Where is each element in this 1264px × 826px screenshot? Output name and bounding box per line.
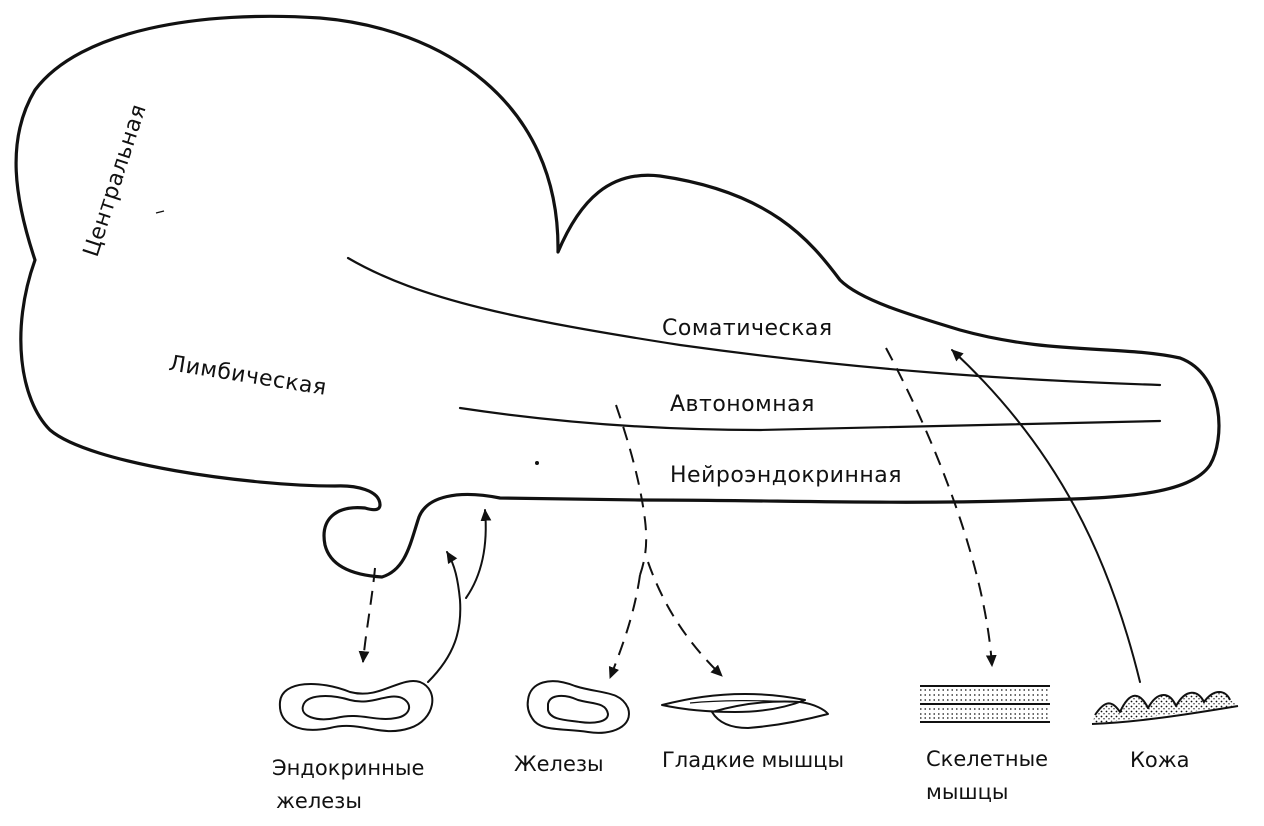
arrow-from-skin: [951, 349, 1141, 683]
brain-outline: [14, 14, 1221, 579]
label-endocrine-glands-line1: Эндокринные: [272, 756, 424, 780]
speck: [535, 461, 539, 465]
label-skeletal-muscles-line1: Скелетные: [926, 747, 1048, 771]
endocrine-gland-icon: [278, 680, 434, 733]
gland-icon: [526, 680, 630, 734]
divider-autonomic: [458, 406, 1162, 432]
speck: [155, 210, 165, 214]
label-somatic: Соматическая: [662, 316, 833, 341]
label-autonomic: Автономная: [670, 392, 815, 417]
label-skeletal-muscles-line2: мышцы: [926, 780, 1009, 804]
label-limbic: Лимбическая: [167, 351, 328, 401]
label-glands: Железы: [514, 752, 604, 776]
divider-somatic: [346, 256, 1162, 387]
arrow-to-endocrine: [358, 567, 376, 664]
arrow-to-smooth-muscles: [647, 561, 723, 677]
skeletal-muscle-icon: [920, 685, 1050, 723]
label-central: Центральная: [79, 101, 152, 260]
arrow-from-endocrine-2: [465, 508, 492, 599]
arrow-to-skeletal: [885, 347, 997, 668]
arrow-to-glands: [608, 574, 641, 680]
arrow-from-endocrine-1: [427, 551, 462, 683]
skin-icon: [1091, 691, 1239, 725]
smooth-muscle-icon: [661, 693, 829, 729]
label-smooth-muscles: Гладкие мышцы: [662, 748, 844, 772]
arrow-autonomic-trunk: [615, 404, 648, 576]
label-endocrine-glands-line2: железы: [276, 789, 362, 813]
label-neuroendocrine: Нейроэндокринная: [670, 463, 902, 488]
label-skin: Кожа: [1130, 748, 1190, 772]
